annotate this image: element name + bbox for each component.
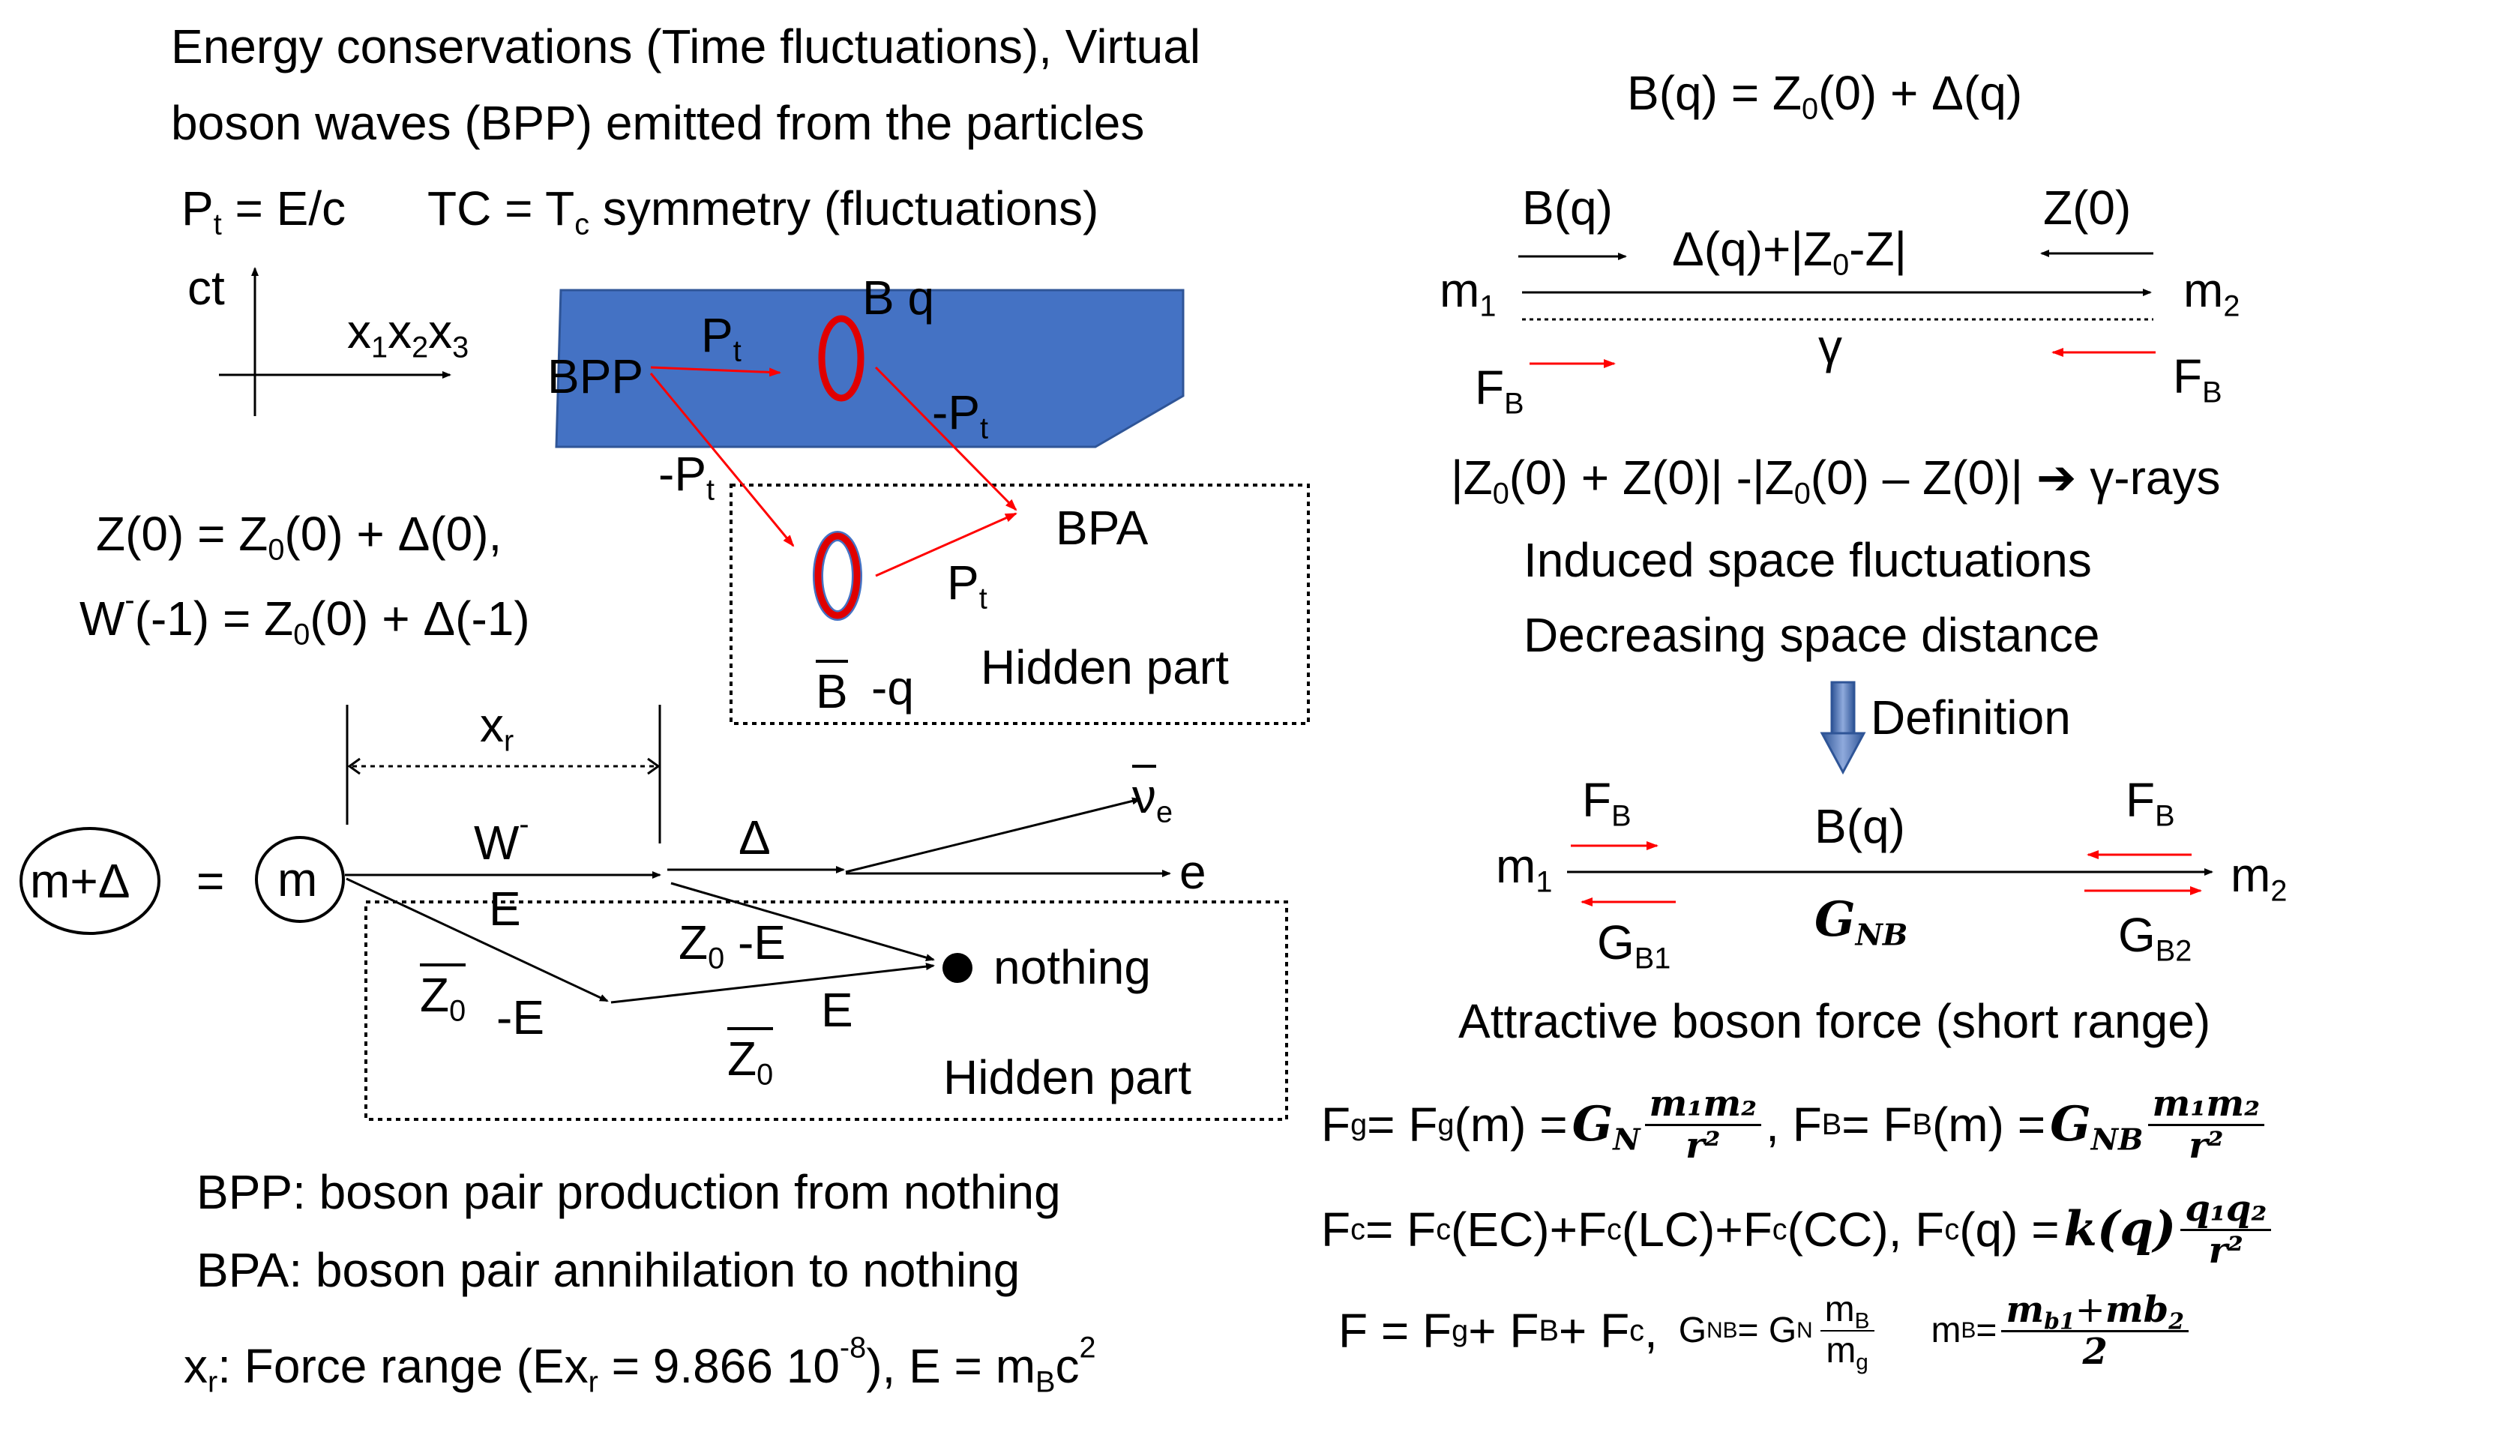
z0bar-line	[346, 877, 609, 1002]
definition-label: Definition	[1871, 691, 2071, 744]
hidden-part-box-bottom	[364, 900, 1288, 1121]
attractive-force-label: Attractive boson force (short range)	[1458, 994, 2211, 1048]
m2-label-top: m2	[2183, 263, 2240, 323]
title-line-1: Energy conservations (Time fluctuations)…	[171, 19, 1201, 73]
e-label-1: E	[489, 882, 521, 936]
fb-label-def-left: FB	[1582, 773, 1632, 833]
gamma-label: γ	[1818, 319, 1842, 373]
ct-label: ct	[187, 261, 225, 315]
gb1-label: GB1	[1597, 915, 1671, 975]
equals-sign: =	[196, 854, 225, 908]
neg-q-label: -q	[871, 661, 914, 715]
z0e-line	[670, 882, 935, 962]
pt-arrow	[650, 366, 781, 377]
w-equation: W-(-1) = Z0(0) + Δ(-1)	[79, 583, 530, 652]
bpa-label: BPA	[1056, 501, 1149, 555]
z0-equation: Z(0) = Z0(0) + Δ(0),	[96, 507, 502, 567]
z0-bar-label-2: Z0	[727, 1027, 774, 1092]
neg-pt-label-right: -Pt	[932, 385, 989, 445]
pt-label: Pt	[701, 308, 742, 368]
nothing-label: nothing	[993, 940, 1151, 994]
x-axis-label: x1x2x3	[347, 304, 469, 364]
pt-arrow-bottom	[875, 512, 1017, 577]
neg-pt-arrow-right	[874, 366, 1017, 511]
hidden-part-box-top	[730, 484, 1310, 725]
z0-e-label: Z0 -E	[679, 915, 786, 975]
nothing-dot	[942, 953, 972, 983]
fb-label-def-right: FB	[2126, 773, 2175, 833]
m2-label-def: m2	[2231, 848, 2288, 908]
neg-e-label: -E	[496, 990, 544, 1044]
decreasing-label: Decreasing space distance	[1524, 608, 2100, 662]
pt-definition: Pt = E/c	[181, 181, 346, 241]
tc-definition: TC = Tc symmetry (fluctuations)	[427, 181, 1099, 241]
electron-label: e	[1179, 845, 1206, 899]
bq-label-def: B(q)	[1814, 799, 1905, 853]
xr-definition: xr: Force range (Exr = 9.866 10-8), E = …	[184, 1331, 1096, 1399]
gb2-label: GB2	[2118, 908, 2192, 968]
definition-arrow	[1830, 681, 1856, 736]
delta-q-label: Δ(q)+|Z0-Z|	[1672, 222, 1907, 282]
z0-label-right: Z(0)	[2043, 181, 2132, 235]
bq-equation: B(q) = Z0(0) + Δ(q)	[1627, 66, 2023, 126]
m1-label-top: m1	[1440, 263, 1497, 323]
bpp-label: BPP	[547, 349, 644, 403]
delta-label: Δ	[739, 810, 771, 864]
m-delta-label: m+Δ	[30, 854, 130, 908]
induced-label: Induced space fluctuations	[1524, 533, 2092, 587]
z0bar2-line	[610, 963, 935, 1004]
hidden-part-label-top: Hidden part	[981, 640, 1229, 694]
w-label: W-	[474, 807, 529, 870]
gnb-label: GNB	[1814, 891, 1908, 953]
spacetime-plane	[555, 289, 1185, 448]
e-label-2: E	[821, 983, 853, 1037]
gamma-rays-equation: |Z0(0) + Z(0)| -|Z0(0) – Z(0)| ➔ γ-rays	[1451, 451, 2221, 511]
m-label: m	[277, 852, 318, 906]
m1-label-def: m1	[1496, 839, 1553, 899]
xr-label: xr	[480, 698, 514, 758]
nu-e-label: νe	[1132, 765, 1173, 829]
fb-label-right: FB	[2173, 349, 2222, 409]
neg-pt-label-left: -Pt	[658, 447, 715, 507]
bq-label-right: B(q)	[1522, 181, 1613, 235]
z0-bar-label: Z0	[420, 963, 466, 1028]
fb-label-left: FB	[1475, 361, 1524, 421]
pt-label-bottom: Pt	[947, 556, 987, 616]
m-circle	[255, 836, 345, 923]
bpa-definition: BPA: boson pair annihilation to nothing	[196, 1243, 1020, 1297]
bpp-definition: BPP: boson pair production from nothing	[196, 1165, 1061, 1219]
title-line-2: boson waves (BPP) emitted from the parti…	[171, 96, 1145, 150]
bq-label: B q	[862, 271, 935, 325]
nu-line	[845, 797, 1141, 873]
hidden-part-label-bottom: Hidden part	[943, 1050, 1191, 1104]
neg-pt-arrow-down	[649, 373, 795, 547]
b-bar-label: B	[816, 660, 848, 718]
m-delta-circle	[19, 827, 160, 935]
